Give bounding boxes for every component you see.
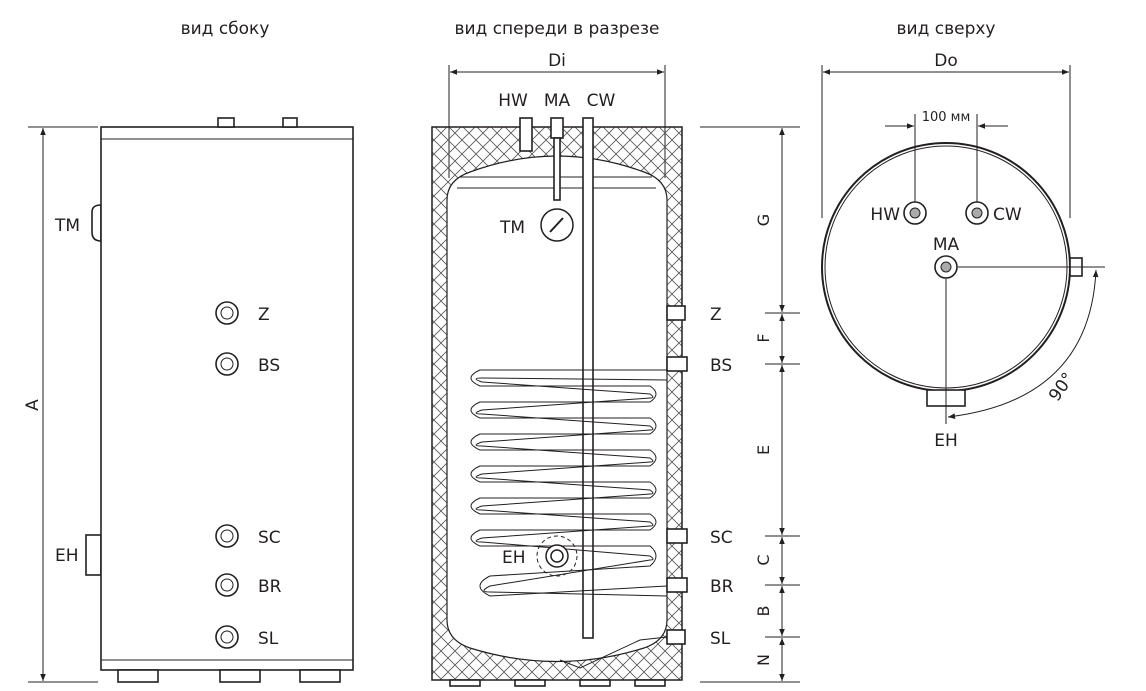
front-tm-label: TM <box>499 218 525 238</box>
cw-pipe <box>582 117 594 639</box>
nozzle-z <box>666 305 686 321</box>
port-sc <box>215 524 239 548</box>
side-ports <box>215 301 239 649</box>
front-port-label: Z <box>710 305 722 325</box>
heat-exchanger-coil <box>470 369 668 597</box>
dimension-do-label: Do <box>934 51 958 71</box>
dim-n-label: N <box>754 654 773 666</box>
side-port-label: SL <box>258 629 279 649</box>
top-view-title: вид сверху <box>897 19 996 39</box>
foot <box>117 669 159 683</box>
port-z <box>215 301 239 325</box>
front-port-label: BS <box>710 356 732 376</box>
side-port-label: Z <box>258 305 270 325</box>
dim-f-label: F <box>754 333 773 342</box>
front-hw-label: HW <box>498 91 528 111</box>
top-view: вид сверху Do 100 мм HW CW MA 90° EH <box>821 19 1105 451</box>
side-eh-label: EH <box>55 546 79 566</box>
side-port-label: SC <box>258 528 281 548</box>
top-nipple <box>217 117 235 128</box>
dim-c-label: C <box>754 554 773 565</box>
foot <box>299 669 341 683</box>
port-bs <box>215 352 239 376</box>
top-ma-label: MA <box>933 235 960 255</box>
front-port-label: SC <box>710 528 733 548</box>
front-port-label: BR <box>710 577 734 597</box>
top-hw-label: HW <box>870 205 900 225</box>
side-tm-label: TM <box>54 216 80 236</box>
dim-b-label: B <box>754 606 773 617</box>
nozzle-br <box>666 577 688 593</box>
heater-element <box>536 535 578 577</box>
hw-pipe <box>519 117 533 152</box>
port-sl <box>215 625 239 649</box>
heater-flange <box>85 534 102 576</box>
cw-port-top <box>965 201 989 225</box>
top-nipple <box>282 117 298 128</box>
front-eh-label: EH <box>502 548 526 568</box>
nozzle-sc <box>666 528 688 544</box>
angle-label: 90° <box>1045 369 1079 405</box>
top-cw-label: CW <box>993 205 1022 225</box>
front-ma-label: MA <box>544 91 571 111</box>
top-eh-label: EH <box>934 431 958 451</box>
port-br <box>215 573 239 597</box>
angle-arc <box>947 269 1099 419</box>
front-view: вид спереди в разрезе Di HW MA CW TM <box>431 19 800 687</box>
dim-e-label: E <box>754 445 773 455</box>
foot <box>219 669 261 683</box>
ma-fitting <box>550 117 564 139</box>
dimension-di-label: Di <box>548 51 566 71</box>
inner-tank <box>446 155 668 663</box>
side-view-title: вид сбоку <box>181 19 270 39</box>
front-view-title: вид спереди в разрезе <box>454 19 659 39</box>
thermometer-bulge <box>91 204 102 242</box>
side-view: вид сбоку A TM EH Z BS SC BR SL <box>23 19 354 683</box>
ma-port-top <box>934 255 958 279</box>
side-port-label: BS <box>258 356 280 376</box>
nozzle-bs <box>666 356 688 372</box>
front-port-label: SL <box>710 629 731 649</box>
thermometer-gauge-icon <box>540 208 574 242</box>
anode-rod <box>553 137 561 201</box>
dimension-a-label: A <box>23 399 43 411</box>
hw-port-top <box>903 201 927 225</box>
chain-dimension <box>700 126 800 683</box>
side-port-label: BR <box>258 577 282 597</box>
spacing-label: 100 мм <box>922 110 971 125</box>
dim-g-label: G <box>754 214 773 226</box>
front-cw-label: CW <box>587 91 616 111</box>
nozzle-sl <box>666 629 686 645</box>
drain-pipe <box>559 636 668 669</box>
